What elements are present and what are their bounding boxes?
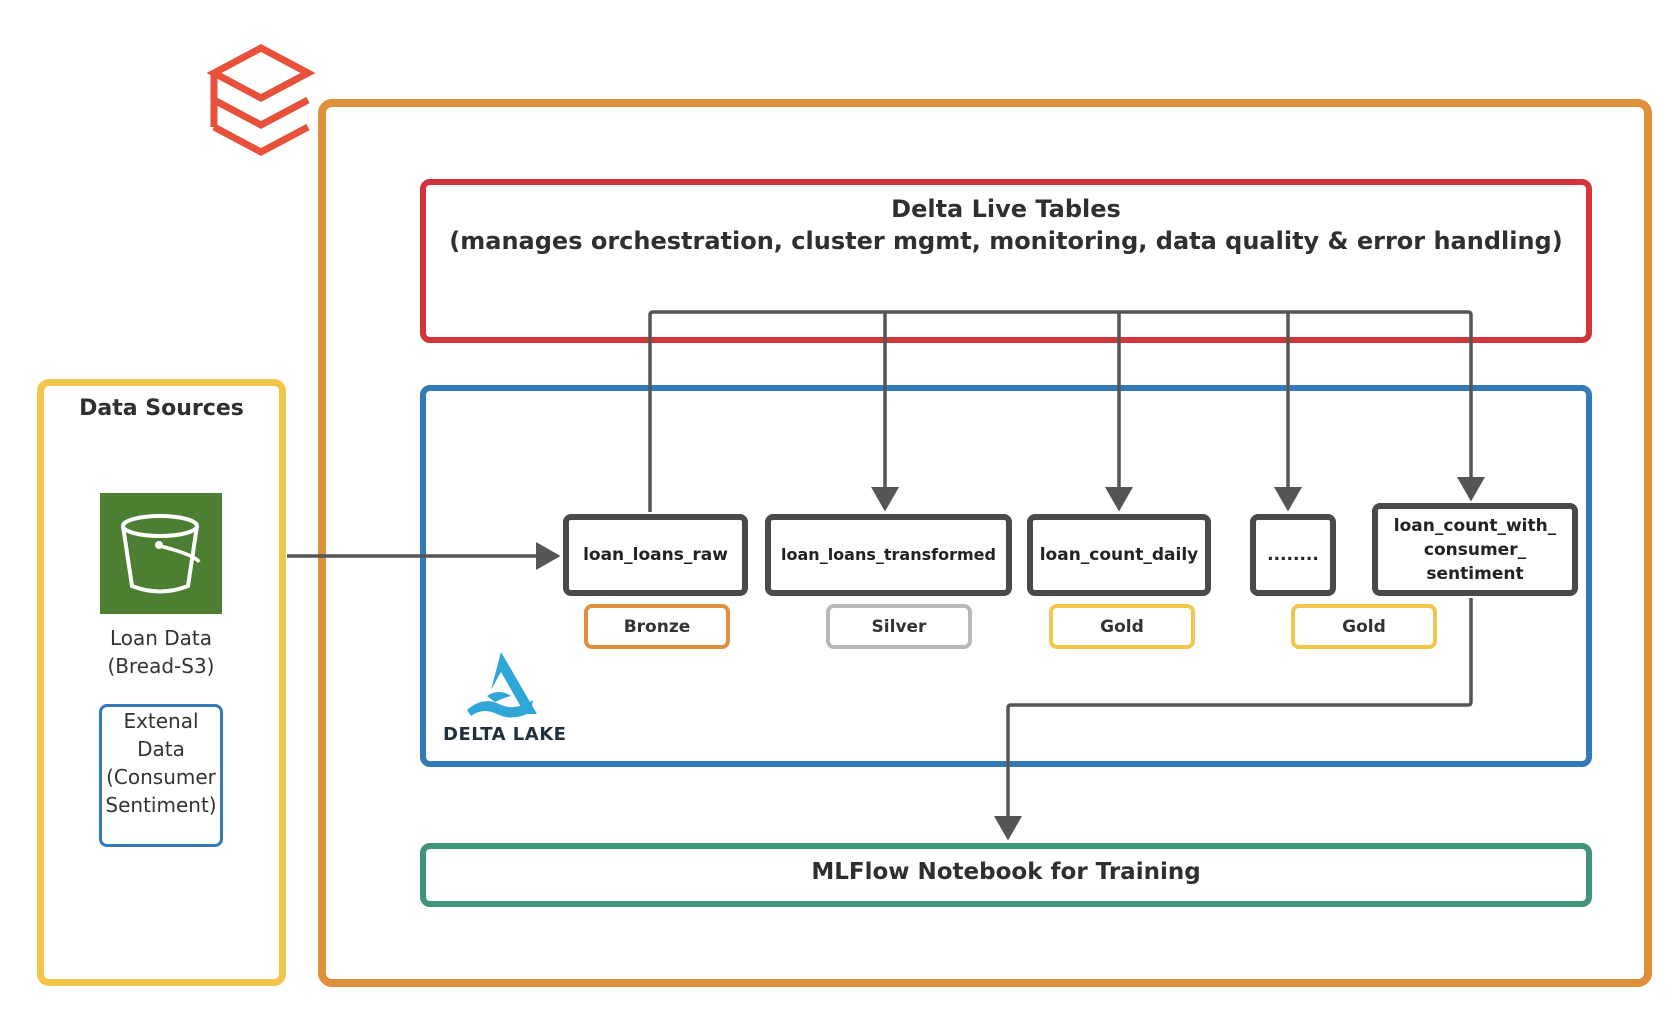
table-name: loan_loans_raw xyxy=(583,545,728,565)
external-data-line1: Extenal xyxy=(123,709,199,733)
delta-live-tables-panel xyxy=(420,179,1592,343)
table-node-sentiment: loan_count_with_ consumer_ sentiment xyxy=(1372,503,1578,596)
dlt-title: Delta Live Tables xyxy=(891,195,1121,223)
table-node-raw: loan_loans_raw xyxy=(563,514,748,596)
raw-up-line xyxy=(648,310,1473,512)
dlt-subtitle: (manages orchestration, cluster mgmt, mo… xyxy=(449,227,1563,255)
table-node-ellipsis: ........ xyxy=(1250,514,1336,596)
external-data-box xyxy=(99,704,223,847)
s3-bucket-tile xyxy=(100,493,222,614)
data-sources-title: Data Sources xyxy=(79,396,244,421)
tier-badge-gold: Gold xyxy=(1291,604,1437,649)
table-name: loan_loans_transformed xyxy=(781,545,996,564)
tier-label: Silver xyxy=(871,616,927,637)
table-node-daily: loan_count_daily xyxy=(1027,514,1211,596)
external-data-line3: (Consumer xyxy=(106,765,216,789)
table-name-line2: consumer_ xyxy=(1423,539,1527,560)
data-sources-panel xyxy=(37,379,286,986)
tier-badge-silver: Silver xyxy=(826,604,972,649)
external-data-line4: Sentiment) xyxy=(105,793,217,817)
tier-label: Gold xyxy=(1342,616,1386,637)
mlflow-notebook-panel xyxy=(420,843,1592,907)
delta-lake-panel xyxy=(420,385,1592,767)
external-data-label: Extenal Data (Consumer Sentiment) xyxy=(99,707,223,819)
table-name-line1: loan_count_with_ xyxy=(1393,515,1557,536)
tier-label: Gold xyxy=(1100,616,1144,637)
tier-badge-gold: Gold xyxy=(1049,604,1195,649)
tier-label: Bronze xyxy=(623,616,691,637)
loan-data-label-line2: (Bread-S3) xyxy=(107,654,215,678)
table-name: ........ xyxy=(1267,545,1319,565)
loan-data-label: Loan Data (Bread-S3) xyxy=(60,624,262,680)
tier-badge-bronze: Bronze xyxy=(584,604,730,649)
mlflow-notebook-label: MLFlow Notebook for Training xyxy=(811,859,1201,885)
table-node-transformed: loan_loans_transformed xyxy=(765,514,1012,596)
external-data-line2: Data xyxy=(137,737,185,761)
table-name-line3: sentiment xyxy=(1426,563,1524,584)
loan-data-label-line1: Loan Data xyxy=(109,626,213,650)
databricks-logo-icon xyxy=(206,44,316,156)
platform-frame xyxy=(318,99,1652,987)
delta-lake-logo-icon xyxy=(467,652,537,718)
table-name: loan_count_daily xyxy=(1039,545,1199,565)
delta-lake-brand-text: DELTA LAKE xyxy=(443,724,567,745)
sentiment-to-mlflow-arrow xyxy=(994,598,1473,841)
s3-bucket-icon xyxy=(121,514,201,594)
